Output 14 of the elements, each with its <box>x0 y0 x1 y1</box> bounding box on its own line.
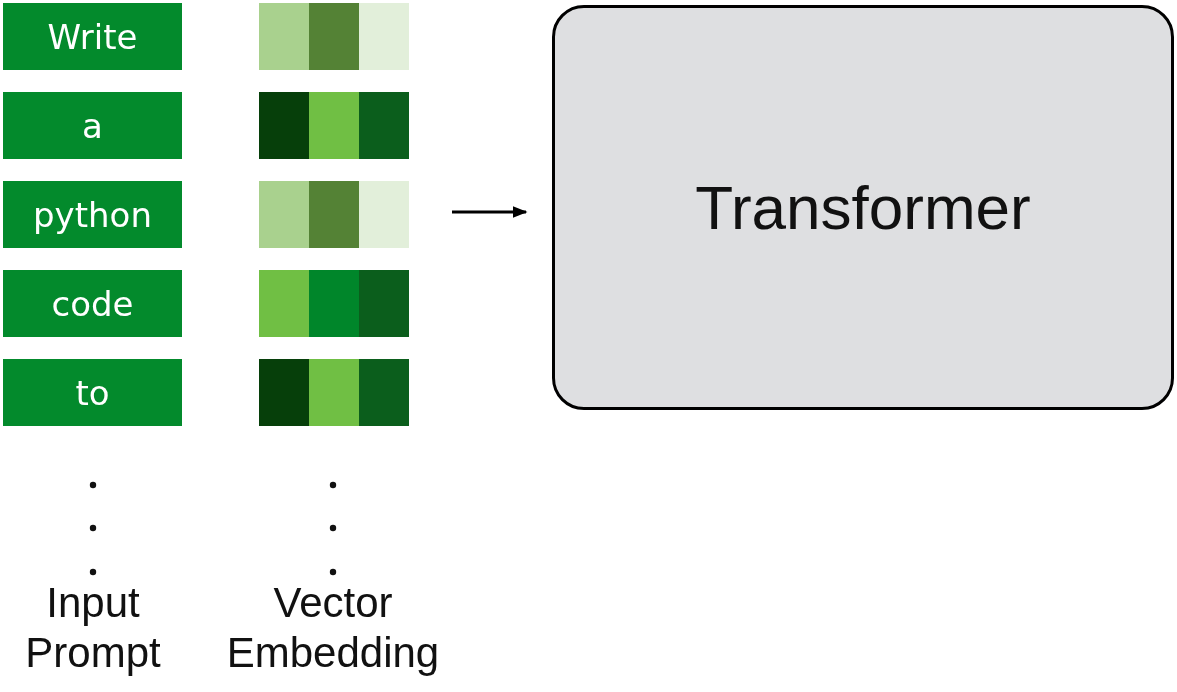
arrow <box>452 206 528 218</box>
token-box: code <box>3 270 182 337</box>
token-box: a <box>3 92 182 159</box>
column-label: Input Prompt <box>24 578 162 679</box>
token-box: to <box>3 359 182 426</box>
embedding-bar <box>259 92 409 159</box>
embedding-bar <box>259 359 409 426</box>
column-label: Vector Embedding <box>225 578 441 679</box>
token-box: Write <box>3 3 182 70</box>
token-box: python <box>3 181 182 248</box>
transformer-box: Transformer <box>552 5 1174 410</box>
embedding-bar <box>259 3 409 70</box>
embedding-bar <box>259 270 409 337</box>
embedding-bar <box>259 181 409 248</box>
